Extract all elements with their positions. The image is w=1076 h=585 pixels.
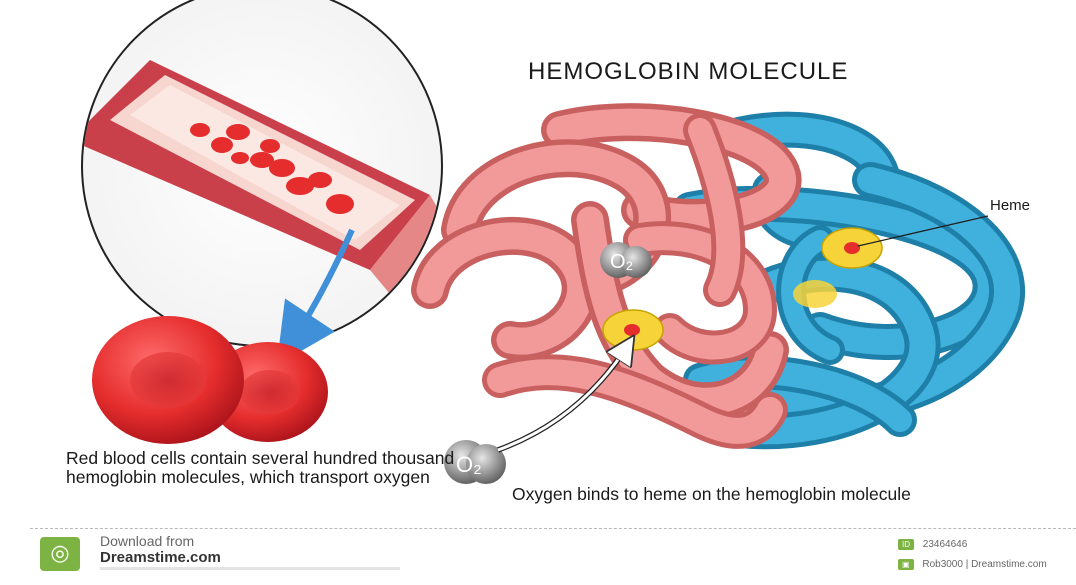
hemoglobin-red-chains <box>430 122 783 431</box>
fine-print-bar <box>100 567 400 570</box>
diagram-title: HEMOGLOBIN MOLECULE <box>528 58 848 86</box>
stock-footer: ◎ Download from Dreamstime.com ID 234646… <box>30 528 1076 581</box>
heme-group-red <box>603 310 663 350</box>
heme-group-hidden <box>793 280 837 308</box>
credit-row: ▣ Rob3000 | Dreamstime.com <box>898 559 1047 570</box>
credit-text: Rob3000 | Dreamstime.com <box>922 559 1046 570</box>
red-blood-cell-caption: Red blood cells contain several hundred … <box>66 449 466 487</box>
dreamstime-logo-icon: ◎ <box>40 537 80 571</box>
id-tag: ID <box>898 539 914 550</box>
image-id: 23464646 <box>923 539 968 550</box>
o2-label-bound: O₂ <box>610 251 633 273</box>
heme-label: Heme <box>990 197 1030 214</box>
oxygen-binding-caption: Oxygen binds to heme on the hemoglobin m… <box>512 484 911 505</box>
credit-icon: ▣ <box>898 559 914 570</box>
vessel-magnifier <box>70 0 450 346</box>
download-from-text: Download from <box>100 533 194 549</box>
heme-group-blue <box>822 228 882 268</box>
site-name: Dreamstime.com <box>100 549 221 566</box>
image-id-row: ID 23464646 <box>898 539 967 550</box>
